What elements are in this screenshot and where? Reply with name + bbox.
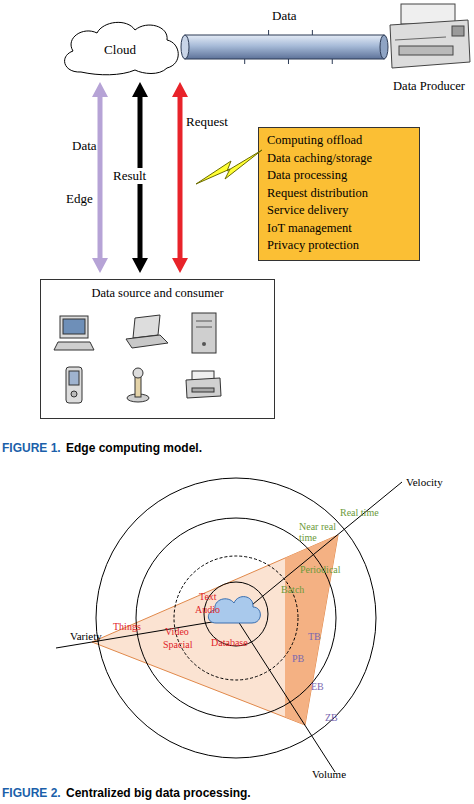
function-item: Data caching/storage bbox=[259, 150, 419, 168]
variety-tick: Database bbox=[211, 637, 248, 648]
volume-tick: TB bbox=[308, 631, 321, 642]
pipe-body bbox=[185, 35, 384, 59]
variety-tick: Text bbox=[199, 591, 217, 602]
inner-ring bbox=[174, 556, 298, 680]
function-box: Computing offloadData caching/storageDat… bbox=[258, 127, 420, 261]
velocity-tick: Near real time bbox=[299, 521, 343, 543]
axis-label: Volume bbox=[312, 768, 346, 780]
printer-slot bbox=[399, 46, 453, 55]
pipe-end bbox=[380, 35, 388, 59]
pipe-tick bbox=[312, 30, 313, 35]
data-arrow bbox=[92, 82, 108, 273]
arrow-head bbox=[132, 258, 148, 273]
node-title: Data Producer bbox=[376, 79, 474, 94]
layer-label: Edge bbox=[66, 192, 93, 206]
printer-body bbox=[390, 20, 470, 68]
variety-tick: Video bbox=[165, 626, 189, 637]
axis-label: Velocity bbox=[406, 476, 443, 488]
function-item: IoT management bbox=[259, 220, 419, 238]
variety-tick: Things bbox=[113, 621, 141, 632]
node-title: Cloud bbox=[104, 42, 136, 58]
volume-axis bbox=[236, 618, 335, 772]
pipe-tick bbox=[244, 59, 245, 64]
printer-panel bbox=[452, 26, 464, 36]
function-item: Data processing bbox=[259, 167, 419, 185]
data-producer: Data Producer bbox=[386, 2, 472, 74]
velocity-axis bbox=[236, 482, 402, 618]
arrow-head bbox=[92, 258, 108, 273]
outer-ring bbox=[96, 478, 376, 758]
variety-tick: Audio bbox=[195, 604, 220, 615]
arrow-head bbox=[92, 82, 108, 97]
arrow-shaft bbox=[98, 95, 103, 260]
volume-tick: EB bbox=[311, 681, 324, 692]
velocity-tick: Real time bbox=[340, 507, 379, 518]
axis-label: Variety bbox=[70, 630, 102, 642]
data-pipe bbox=[181, 30, 388, 64]
range-band bbox=[285, 535, 338, 725]
function-item: Request distribution bbox=[259, 185, 419, 203]
variety-tick: Spacial bbox=[163, 639, 192, 650]
figure-number: FIGURE 1. bbox=[2, 441, 61, 455]
pipe-tick bbox=[268, 30, 269, 35]
arrow-head bbox=[172, 258, 188, 273]
range-triangle bbox=[92, 535, 338, 725]
function-item: Privacy protection bbox=[259, 237, 419, 255]
velocity-tick: Periodical bbox=[300, 564, 341, 575]
edge-label: Request bbox=[186, 114, 228, 130]
volume-tick: PB bbox=[292, 653, 304, 664]
arrow-head bbox=[172, 82, 188, 97]
request-arrow bbox=[172, 82, 188, 273]
arrow-head bbox=[132, 82, 148, 97]
box-heading: Data source and consumer bbox=[41, 286, 274, 301]
arrow-shaft bbox=[178, 95, 183, 260]
printer-feeder bbox=[401, 4, 455, 24]
figure-caption: Edge computing model. bbox=[66, 441, 202, 455]
pipe-tick bbox=[332, 59, 333, 64]
figure-caption: Centralized big data processing. bbox=[66, 786, 251, 800]
variety-axis bbox=[56, 618, 236, 648]
edge-label: Data bbox=[272, 8, 297, 24]
cloud-node: Cloud bbox=[55, 18, 185, 76]
pipe-tick bbox=[288, 59, 289, 64]
middle-ring bbox=[136, 518, 336, 718]
function-item: Computing offload bbox=[259, 128, 419, 150]
function-item: Service delivery bbox=[259, 202, 419, 220]
volume-tick: ZB bbox=[325, 712, 338, 723]
lightning-bolt bbox=[196, 150, 262, 184]
edge-label: Data bbox=[72, 138, 97, 154]
figure-number: FIGURE 2. bbox=[2, 786, 61, 800]
velocity-tick: Batch bbox=[281, 584, 304, 595]
edge-label: Result bbox=[112, 168, 147, 184]
cloud-shape bbox=[65, 22, 179, 74]
printer-line bbox=[395, 37, 446, 40]
pipe-end bbox=[181, 35, 189, 59]
source-box: Data source and consumer bbox=[40, 279, 275, 419]
